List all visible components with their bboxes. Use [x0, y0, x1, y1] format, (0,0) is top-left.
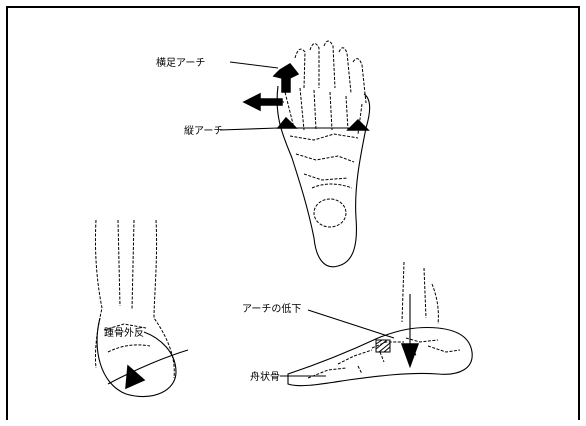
foot-outline-side — [288, 327, 472, 385]
label-heel-valgus: 踵骨外反 — [104, 326, 144, 339]
toe-1 — [295, 49, 305, 88]
toe-4 — [339, 48, 351, 93]
label-longitudinal-arch: 縦アーチ — [184, 124, 223, 137]
toe-5 — [353, 59, 366, 103]
label-arch-drop: アーチの低下 — [242, 302, 301, 315]
arrow-heel-icon — [126, 366, 144, 388]
label-navicular: 舟状骨 — [250, 370, 280, 383]
leg-left-contour — [95, 220, 102, 368]
foot-diagram: 横足アーチ 縦アーチ 踵骨外反 — [8, 8, 582, 422]
label-transverse-arch: 横足アーチ — [156, 56, 205, 69]
foot-rear-view — [95, 220, 188, 397]
figure-frame: 横足アーチ 縦アーチ 踵骨外反 — [6, 6, 580, 420]
arrow-center-left-icon — [278, 118, 296, 128]
foot-outline-top — [277, 86, 370, 267]
toe-2 — [310, 43, 319, 88]
foot-side-view — [288, 262, 472, 386]
toe-3 — [324, 41, 335, 88]
